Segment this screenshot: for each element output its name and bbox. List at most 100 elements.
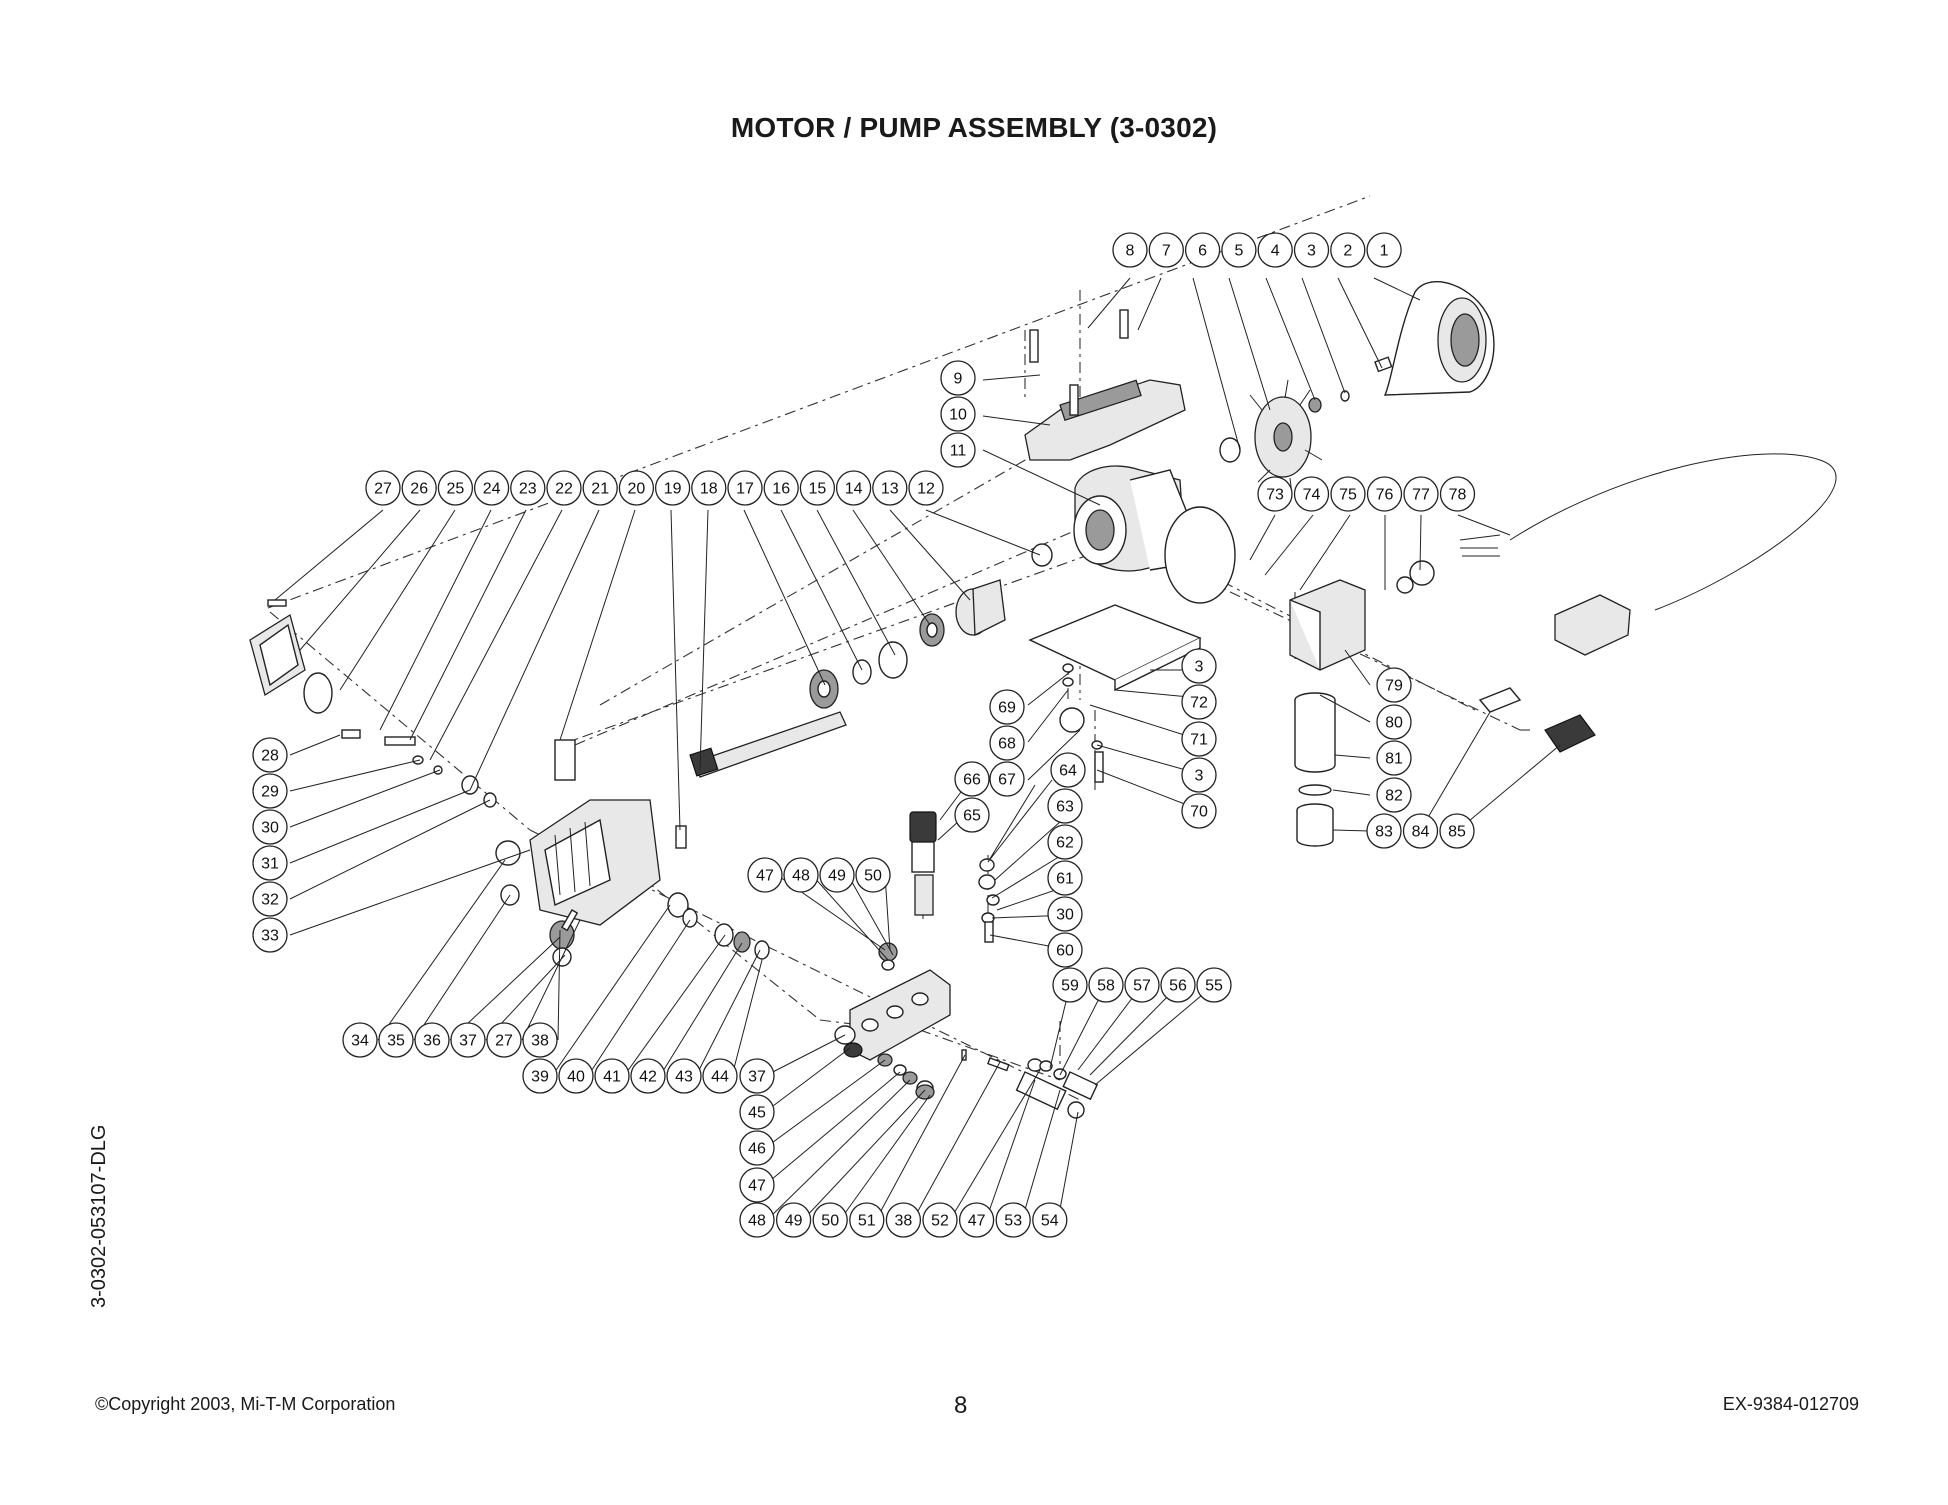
callout-circle bbox=[1439, 476, 1476, 512]
callout-circle bbox=[995, 1202, 1031, 1238]
callout-circle bbox=[799, 470, 836, 506]
callout-circle bbox=[872, 470, 908, 506]
callout-circle bbox=[835, 470, 872, 506]
callout-circle bbox=[1052, 967, 1088, 1003]
callout-label: 40 bbox=[567, 1069, 585, 1086]
callout-circle bbox=[1181, 721, 1217, 757]
callout-circle bbox=[1047, 896, 1083, 932]
callout-circle bbox=[252, 917, 288, 953]
callout-27: 27 bbox=[486, 1022, 522, 1058]
callout-21: 21 bbox=[582, 470, 618, 506]
callout-22: 22 bbox=[546, 470, 582, 506]
callout-label: 27 bbox=[495, 1033, 513, 1050]
callout-31: 31 bbox=[252, 845, 288, 881]
callout-label: 78 bbox=[1449, 487, 1467, 504]
callout-label: 56 bbox=[1169, 978, 1187, 995]
callout-circle bbox=[1293, 232, 1330, 268]
callout-circle bbox=[546, 470, 582, 506]
callout-71: 71 bbox=[1181, 721, 1217, 757]
callout-circle bbox=[1088, 967, 1124, 1003]
callout-label: 75 bbox=[1339, 487, 1357, 504]
callout-4: 4 bbox=[1257, 232, 1293, 268]
callout-label: 46 bbox=[748, 1141, 766, 1158]
callout-76: 76 bbox=[1366, 476, 1403, 512]
callout-1: 1 bbox=[1366, 232, 1402, 268]
callout-9: 9 bbox=[940, 360, 976, 396]
callout-72: 72 bbox=[1181, 684, 1217, 720]
page-number: 8 bbox=[954, 1392, 968, 1419]
callout-label: 61 bbox=[1056, 871, 1074, 888]
callout-label: 79 bbox=[1385, 678, 1403, 695]
callout-label: 74 bbox=[1303, 487, 1321, 504]
callout-60: 60 bbox=[1047, 932, 1083, 968]
callout-circle bbox=[691, 470, 727, 506]
callout-label: 72 bbox=[1190, 695, 1208, 712]
callout-label: 5 bbox=[1234, 243, 1243, 260]
callout-label: 16 bbox=[772, 481, 790, 498]
callout-label: 25 bbox=[447, 481, 465, 498]
callout-circle bbox=[739, 1167, 775, 1203]
copyright-text: ©Copyright 2003, Mi-T-M Corporation bbox=[95, 1394, 396, 1414]
callout-circle bbox=[582, 470, 618, 506]
callout-label: 6 bbox=[1198, 243, 1207, 260]
callout-10: 10 bbox=[940, 396, 976, 432]
callout-label: 67 bbox=[998, 772, 1016, 789]
callout-33: 33 bbox=[252, 917, 288, 953]
callout-label: 68 bbox=[998, 736, 1016, 753]
callout-circle bbox=[739, 1202, 775, 1238]
callout-41: 41 bbox=[594, 1058, 630, 1094]
callout-48: 48 bbox=[783, 857, 819, 893]
callout-circle bbox=[365, 470, 401, 506]
callout-label: 24 bbox=[483, 481, 501, 498]
part-pump-head bbox=[529, 739, 661, 926]
callout-7: 7 bbox=[1148, 232, 1184, 268]
part-rotor-13 bbox=[955, 579, 1006, 637]
callout-label: 8 bbox=[1126, 243, 1135, 260]
callout-circle bbox=[654, 470, 691, 506]
callout-label: 10 bbox=[949, 407, 967, 424]
callout-32: 32 bbox=[252, 881, 288, 917]
callout-14: 14 bbox=[835, 470, 872, 506]
callout-label: 39 bbox=[531, 1069, 549, 1086]
callout-81: 81 bbox=[1376, 740, 1412, 776]
callout-label: 7 bbox=[1162, 243, 1171, 260]
part-small-hardware bbox=[267, 309, 1435, 1119]
callout-circle bbox=[954, 797, 990, 833]
callout-circle bbox=[1181, 757, 1217, 793]
callout-label: 48 bbox=[792, 868, 810, 885]
callout-62: 62 bbox=[1047, 824, 1083, 860]
callout-label: 37 bbox=[748, 1069, 766, 1086]
page-title: MOTOR / PUMP ASSEMBLY (3-0302) bbox=[730, 112, 1218, 143]
callout-label: 76 bbox=[1376, 487, 1394, 504]
callout-78: 78 bbox=[1439, 476, 1476, 512]
callout-circle bbox=[1366, 232, 1402, 268]
callout-circle bbox=[1366, 813, 1402, 849]
part-power-cord bbox=[1459, 453, 1837, 656]
callout-circle bbox=[1221, 232, 1257, 268]
callout-label: 17 bbox=[736, 481, 754, 498]
callout-label: 3 bbox=[1195, 659, 1204, 676]
callout-58: 58 bbox=[1088, 967, 1124, 1003]
callout-19: 19 bbox=[654, 470, 691, 506]
callout-label: 77 bbox=[1412, 487, 1430, 504]
callout-8: 8 bbox=[1112, 232, 1148, 268]
callout-circle bbox=[1403, 476, 1439, 512]
callout-26: 26 bbox=[401, 470, 437, 506]
callout-circle bbox=[989, 761, 1025, 797]
callout-circle bbox=[1181, 648, 1217, 684]
callout-48: 48 bbox=[739, 1202, 775, 1238]
callout-circle bbox=[940, 360, 976, 396]
callout-label: 71 bbox=[1190, 732, 1208, 749]
callout-circle bbox=[989, 689, 1025, 725]
callout-circle bbox=[940, 432, 976, 468]
callout-label: 21 bbox=[591, 481, 609, 498]
callout-circle bbox=[252, 881, 288, 917]
callout-label: 30 bbox=[261, 820, 279, 837]
callout-label: 49 bbox=[785, 1213, 803, 1230]
callout-label: 57 bbox=[1133, 978, 1151, 995]
callout-label: 44 bbox=[711, 1069, 729, 1086]
callout-label: 65 bbox=[963, 808, 981, 825]
callout-label: 9 bbox=[954, 371, 963, 388]
callout-23: 23 bbox=[510, 470, 546, 506]
